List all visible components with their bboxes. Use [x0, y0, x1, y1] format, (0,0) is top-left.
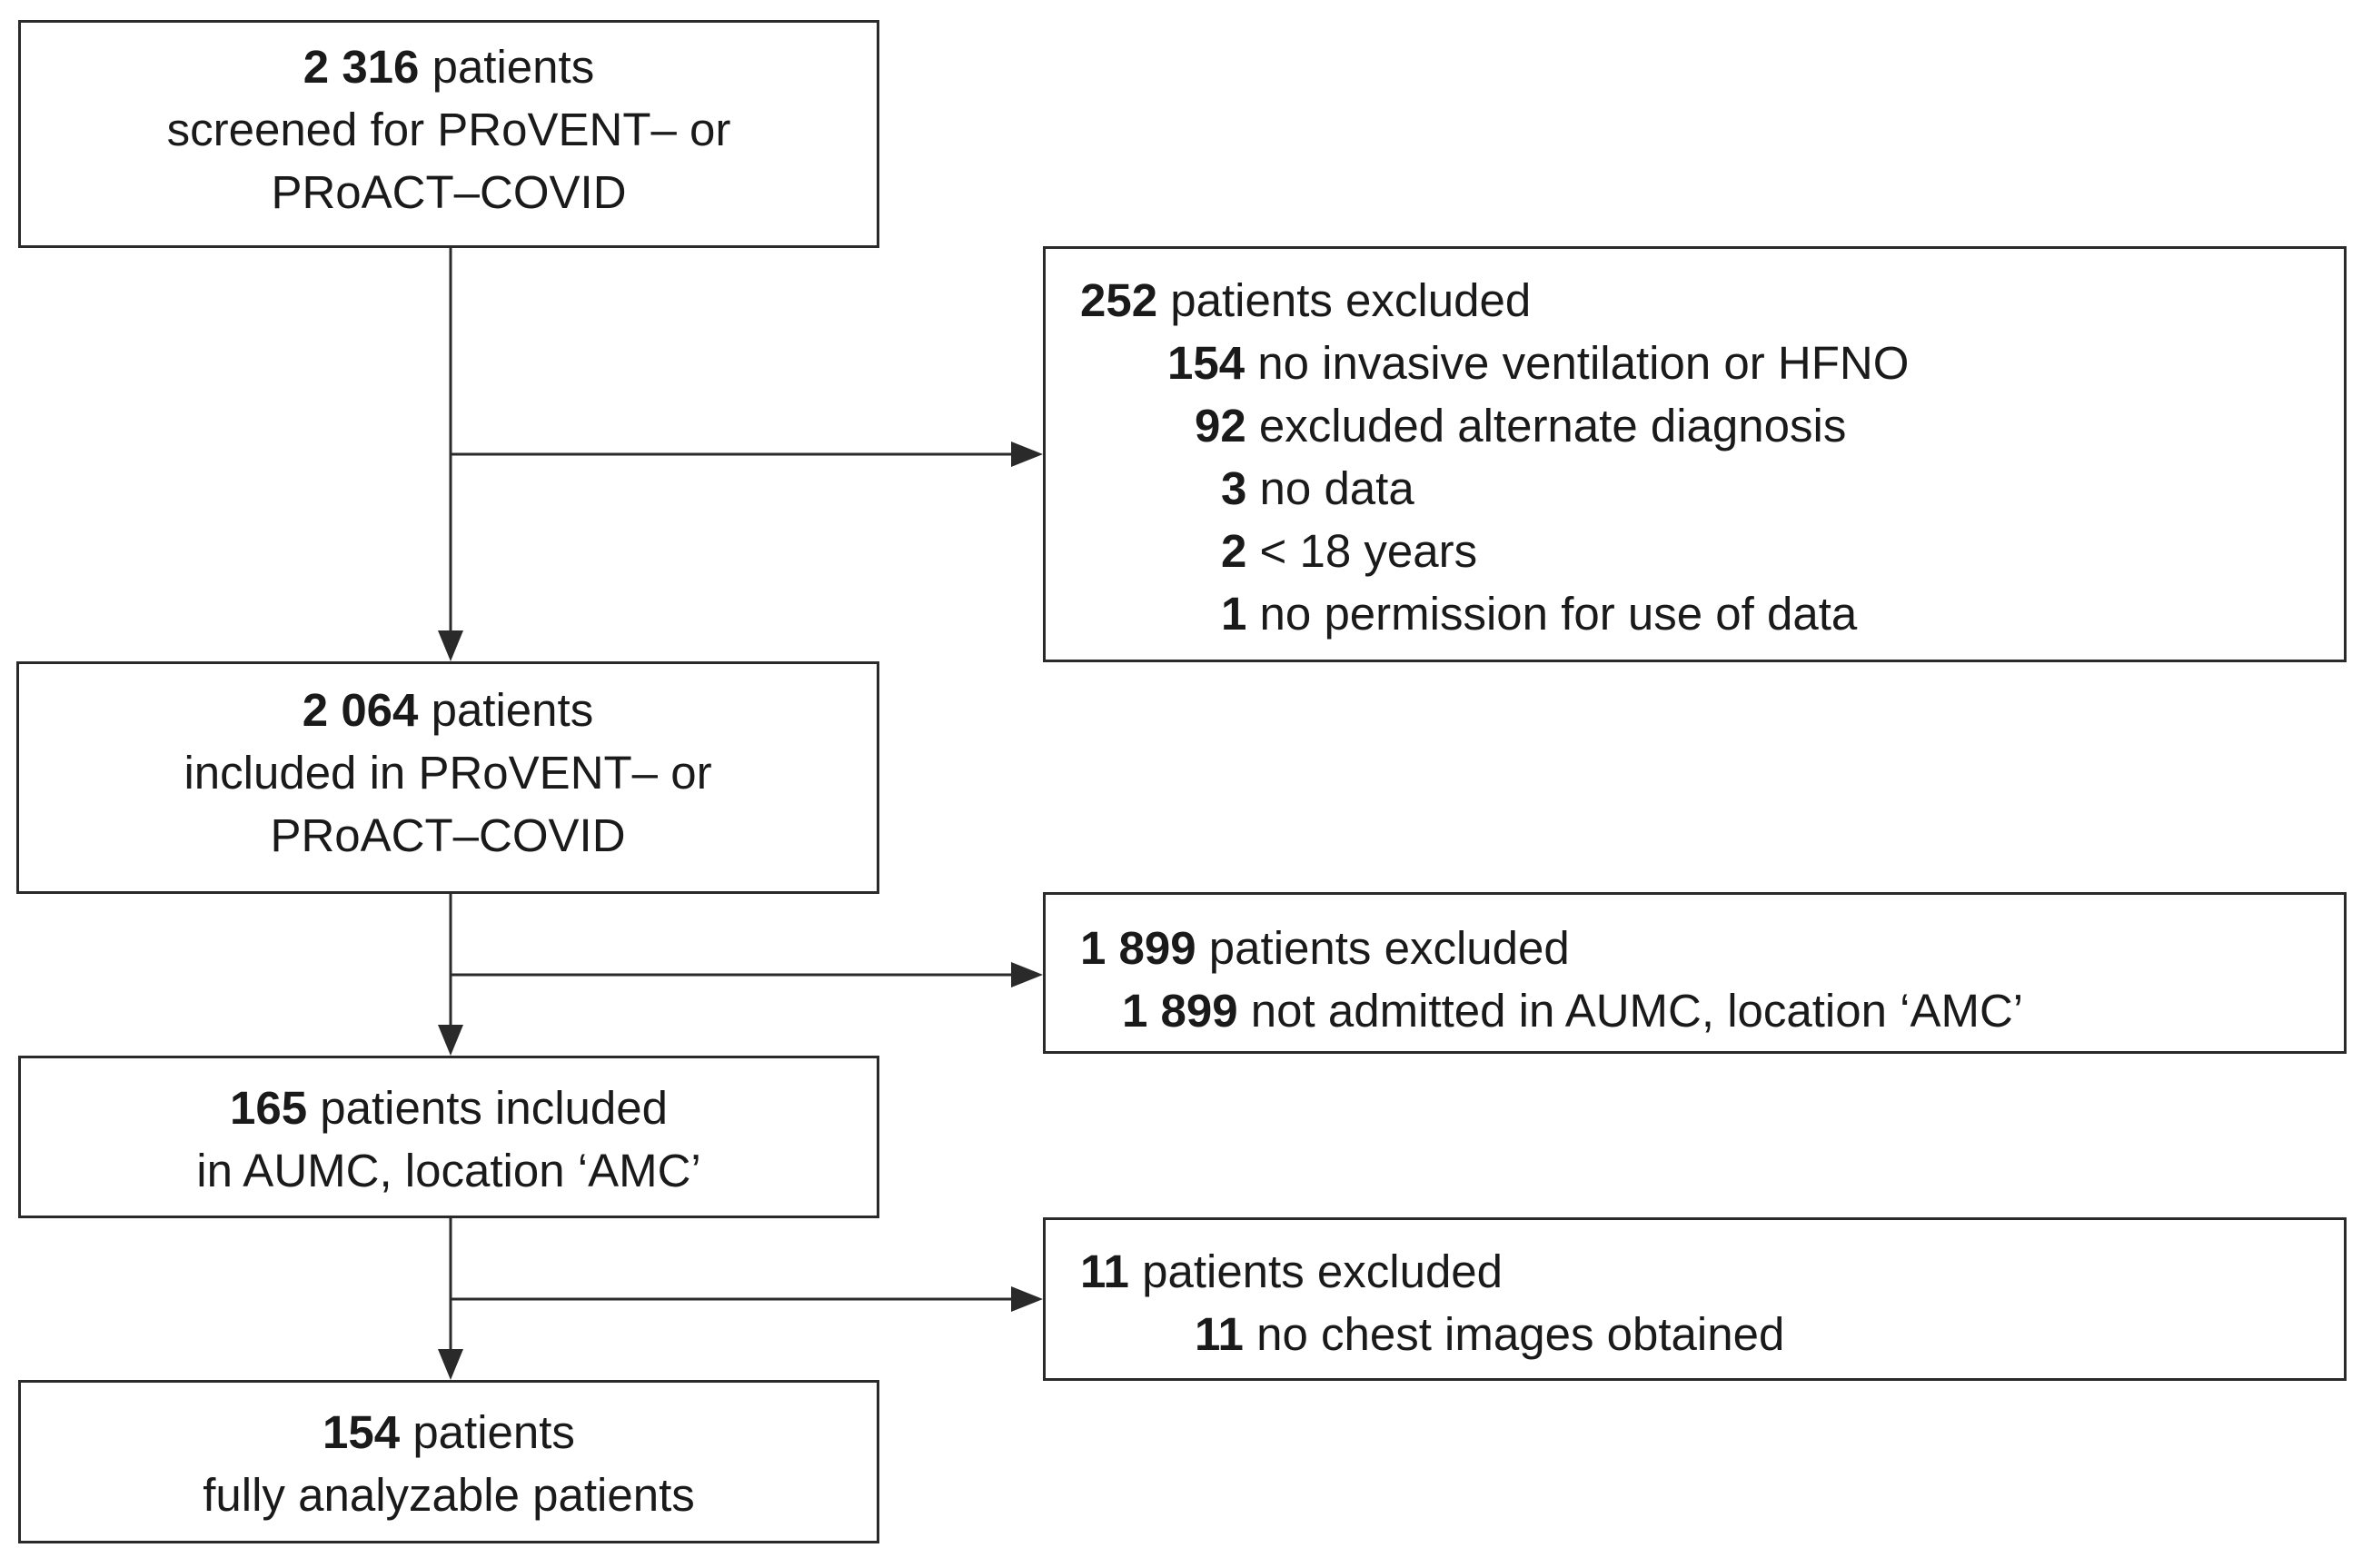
reason-label: no invasive ventilation or HFNO	[1257, 337, 1910, 389]
analyzable-text-1: patients	[412, 1406, 575, 1458]
screened-count: 2 316	[303, 41, 420, 93]
screened-count-line: 2 316 patients	[21, 35, 877, 98]
exclusion-1-header: 252 patients excluded	[1080, 269, 2344, 332]
exclusion-2-reason: 1 899 not admitted in AUMC, location ‘AM…	[1080, 979, 2344, 1042]
exclusion-box-2: 1 899 patients excluded 1 899 not admitt…	[1043, 892, 2347, 1054]
reason-count: 3	[1221, 462, 1247, 514]
arrowhead-down-3	[438, 1349, 463, 1380]
reason-label: < 18 years	[1259, 525, 1478, 577]
included-text-1: patients	[431, 684, 594, 736]
included-text-3: PRoACT–COVID	[270, 809, 626, 861]
exclusion-3-count: 11	[1080, 1245, 1129, 1297]
exclusion-1-reason: 92 excluded alternate diagnosis	[1080, 394, 2344, 457]
exclusion-1-count: 252	[1080, 274, 1158, 326]
exclusion-box-3: 11 patients excluded 11 no chest images …	[1043, 1217, 2347, 1381]
reason-count: 2	[1221, 525, 1247, 577]
exclusion-3-label: patients excluded	[1142, 1245, 1504, 1297]
exclusion-1-reason: 3 no data	[1080, 457, 2344, 520]
reason-label: no permission for use of data	[1259, 588, 1858, 640]
screened-text-2: screened for PRoVENT– or	[166, 104, 731, 155]
analyzable-box: 154 patients fully analyzable patients	[18, 1380, 879, 1543]
exclusion-box-1: 252 patients excluded 154 no invasive ve…	[1043, 246, 2347, 662]
included-count: 2 064	[302, 684, 419, 736]
aumc-box: 165 patients included in AUMC, location …	[18, 1056, 879, 1218]
exclusion-3-header: 11 patients excluded	[1080, 1240, 2344, 1303]
reason-label: not admitted in AUMC, location ‘AMC’	[1250, 985, 2024, 1037]
exclusion-1-reason: 2 < 18 years	[1080, 520, 2344, 582]
reason-count: 154	[1167, 337, 1246, 389]
exclusion-1-reason: 154 no invasive ventilation or HFNO	[1080, 332, 2344, 394]
screened-text-1: patients	[432, 41, 595, 93]
included-count-line: 2 064 patients	[19, 679, 877, 741]
reason-count: 92	[1195, 400, 1246, 452]
reason-count: 1 899	[1122, 985, 1238, 1037]
included-text-2: included in PRoVENT– or	[184, 747, 712, 799]
reason-count: 1	[1221, 588, 1247, 640]
exclusion-1-label: patients excluded	[1170, 274, 1532, 326]
arrowhead-right-3	[1011, 1286, 1043, 1312]
arrowhead-right-2	[1011, 962, 1043, 987]
analyzable-count-line: 154 patients	[21, 1401, 877, 1464]
arrowhead-right-1	[1011, 442, 1043, 467]
arrowhead-down-2	[438, 1025, 463, 1056]
aumc-text-1: patients included	[320, 1082, 669, 1134]
arrowhead-down-1	[438, 630, 463, 661]
aumc-count: 165	[229, 1082, 308, 1134]
exclusion-2-header: 1 899 patients excluded	[1080, 917, 2344, 979]
exclusion-2-count: 1 899	[1080, 922, 1196, 974]
screened-box: 2 316 patients screened for PRoVENT– or …	[18, 20, 879, 248]
reason-count: 11	[1195, 1308, 1244, 1360]
exclusion-3-reason: 11 no chest images obtained	[1080, 1303, 2344, 1365]
exclusion-1-reason: 1 no permission for use of data	[1080, 582, 2344, 645]
aumc-text-2: in AUMC, location ‘AMC’	[196, 1145, 701, 1196]
analyzable-count: 154	[323, 1406, 401, 1458]
analyzable-text-2: fully analyzable patients	[203, 1469, 695, 1521]
reason-label: no data	[1259, 462, 1414, 514]
exclusion-2-label: patients excluded	[1208, 922, 1570, 974]
reason-label: excluded alternate diagnosis	[1258, 400, 1847, 452]
reason-label: no chest images obtained	[1256, 1308, 1785, 1360]
included-box: 2 064 patients included in PRoVENT– or P…	[16, 661, 879, 894]
aumc-count-line: 165 patients included	[21, 1077, 877, 1139]
screened-text-3: PRoACT–COVID	[271, 166, 627, 218]
